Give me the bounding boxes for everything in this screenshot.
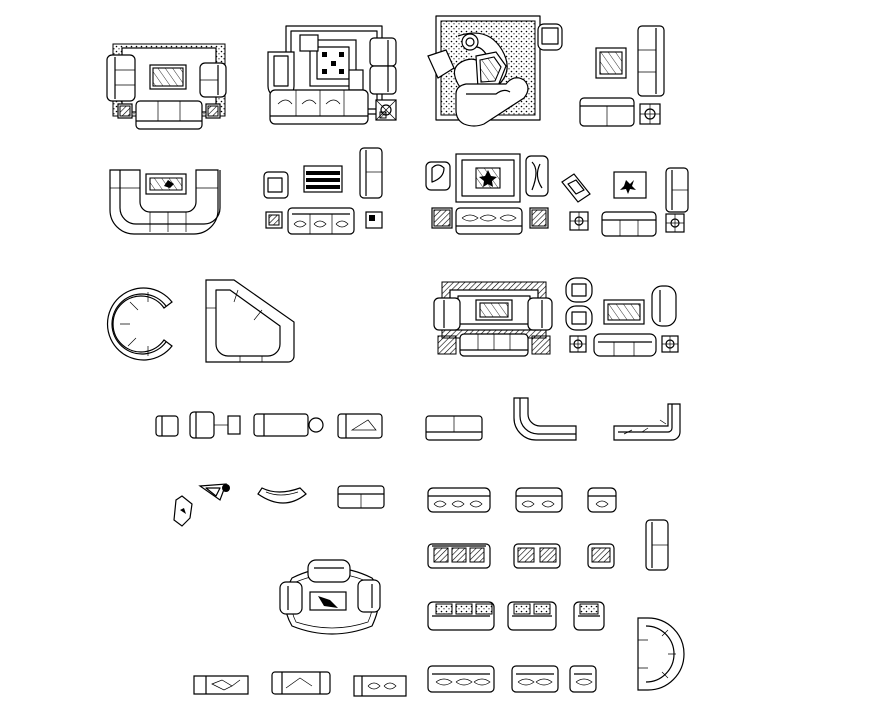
plain-sofas: [425, 415, 483, 441]
curved-sofas: [513, 397, 681, 441]
living-set-bordered-rug: [433, 281, 553, 357]
living-set-square-table: [267, 25, 397, 125]
living-set-sofa-table: [579, 25, 665, 127]
half-round-sofa: [637, 617, 685, 691]
living-set-rug-cluster: [106, 43, 227, 130]
decorated-small-chairs: [173, 483, 385, 527]
elevation-sofas: [193, 665, 597, 697]
oval-rug-set: [279, 559, 381, 635]
cushion-sofa-rows: [427, 487, 669, 631]
u-shaped-sofa: [109, 169, 221, 235]
living-set-sofa-table-small: [561, 167, 689, 237]
living-set-swirl-rug: [427, 15, 563, 127]
c-shaped-sofa: [106, 287, 173, 361]
living-set-star-table: [425, 153, 549, 235]
living-set-cushion-sofa: [287, 207, 355, 235]
side-chairs: [155, 411, 383, 439]
living-set-striped-table: [263, 147, 383, 229]
corner-angled-sofa: [205, 279, 295, 363]
living-set-oval-chairs: [565, 277, 679, 357]
